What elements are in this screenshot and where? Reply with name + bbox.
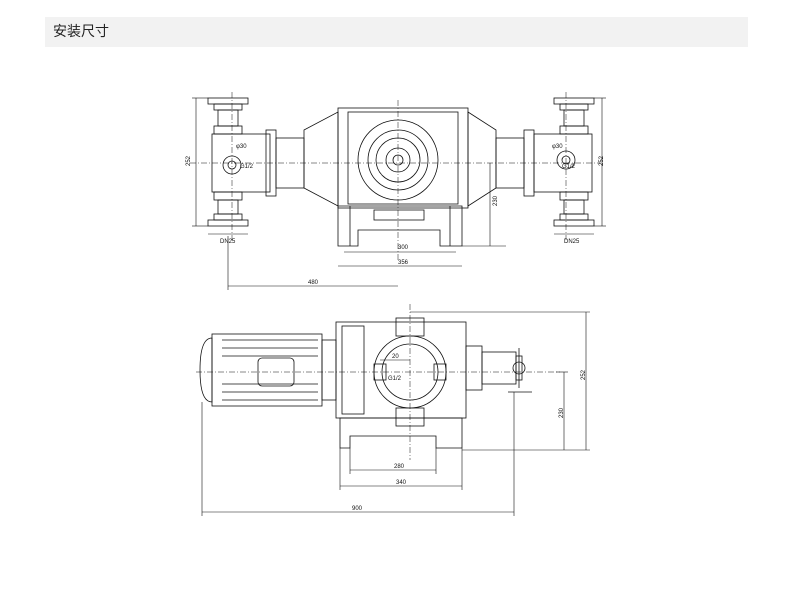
dim-height: 252: [581, 369, 587, 380]
phi-right-label: φ30: [552, 144, 563, 150]
top-dimension-lines: [192, 97, 606, 290]
pump-body: [335, 317, 467, 449]
dim-shaft-height-side: 230: [559, 407, 565, 418]
dim-inner-width: 300: [398, 245, 409, 251]
dim-dn-right: DN25: [564, 239, 580, 245]
dim-base-outer: 340: [396, 480, 407, 486]
dim-shaft-height: 230: [493, 195, 499, 206]
port-left-label: G1/2: [240, 164, 254, 170]
port-label: G1/2: [388, 376, 402, 382]
dim-base-inner: 280: [394, 464, 405, 470]
section-title: 安装尺寸: [53, 24, 109, 40]
section-header: 安装尺寸: [45, 17, 748, 47]
top-view: 252 252 DN25 DN25 300 356 480 230 G1/2 G…: [186, 92, 606, 290]
dim-outer-width: 356: [398, 260, 409, 266]
left-pump-head: [207, 97, 305, 227]
stroke-adjuster: [465, 345, 532, 393]
dim-span: 480: [308, 280, 319, 286]
dim-dn-left: DN25: [220, 239, 236, 245]
phi-left-label: φ30: [236, 144, 247, 150]
right-pump-head: [495, 97, 595, 227]
side-view: 20 G1/2 252 230 280 340 900: [196, 304, 590, 516]
side-dimension-lines: [201, 311, 590, 516]
dim-height-left: 252: [186, 155, 192, 166]
dim-total-length: 900: [352, 506, 363, 512]
dim-radius: 20: [392, 354, 399, 360]
gearbox-body: [303, 107, 497, 247]
port-right-label: G1/2: [562, 164, 576, 170]
side-centerlines: [196, 304, 560, 460]
dim-height-right: 252: [599, 155, 605, 166]
motor: [199, 333, 337, 407]
top-centerlines: [190, 92, 600, 262]
